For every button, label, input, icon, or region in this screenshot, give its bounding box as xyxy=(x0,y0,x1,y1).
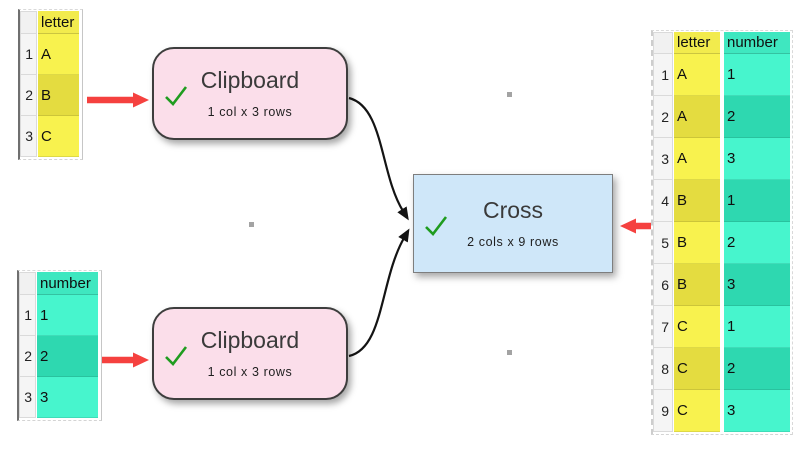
node-subtitle: 1 col x 3 rows xyxy=(207,364,293,379)
table-cell[interactable]: B xyxy=(674,264,720,306)
grid-dot xyxy=(507,92,512,97)
table-cell[interactable]: 2 xyxy=(724,222,790,264)
table-cell[interactable]: 2 xyxy=(37,336,98,377)
row-number[interactable]: 5 xyxy=(653,222,673,264)
row-number[interactable]: 1 xyxy=(19,295,36,336)
table-cell[interactable]: 2 xyxy=(724,96,790,138)
row-number[interactable]: 2 xyxy=(19,336,36,377)
grid-dot xyxy=(249,222,254,227)
table-cell[interactable]: B xyxy=(674,222,720,264)
table-cell[interactable]: B xyxy=(674,180,720,222)
table-cell[interactable]: C xyxy=(674,306,720,348)
table-cell[interactable]: A xyxy=(674,96,720,138)
column-header-number[interactable]: number xyxy=(724,32,790,54)
row-number[interactable]: 8 xyxy=(653,348,673,390)
node-title: Cross xyxy=(482,196,544,223)
row-number[interactable]: 1 xyxy=(653,54,673,96)
connector-clipboard2-to-cross[interactable] xyxy=(348,228,410,358)
node-subtitle: 2 cols x 9 rows xyxy=(467,234,559,249)
column-header-letter[interactable]: letter xyxy=(38,11,79,34)
row-number[interactable]: 3 xyxy=(653,138,673,180)
table-cell[interactable]: A xyxy=(674,138,720,180)
column-header-letter[interactable]: letter xyxy=(674,32,720,54)
row-number-corner xyxy=(19,272,36,295)
table-cell[interactable]: 3 xyxy=(37,377,98,418)
node-title: Clipboard xyxy=(200,66,300,93)
table-cell[interactable]: 3 xyxy=(724,138,790,180)
row-number[interactable]: 7 xyxy=(653,306,673,348)
table-header-row: number xyxy=(19,272,98,295)
row-number[interactable]: 2 xyxy=(653,96,673,138)
table-cell[interactable]: 1 xyxy=(37,295,98,336)
table-cell[interactable]: 1 xyxy=(724,180,790,222)
row-number[interactable]: 1 xyxy=(20,34,37,75)
grid-dot xyxy=(507,350,512,355)
checkmark-icon xyxy=(165,85,188,106)
table-cell[interactable]: C xyxy=(38,116,79,157)
table-cell[interactable]: 1 xyxy=(724,54,790,96)
row-number-corner xyxy=(653,32,673,54)
node-title: Clipboard xyxy=(200,326,300,353)
checkmark-icon xyxy=(425,215,448,236)
table-cell[interactable]: 2 xyxy=(724,348,790,390)
cross-node[interactable]: Cross 2 cols x 9 rows xyxy=(413,174,613,273)
table-cell[interactable]: A xyxy=(38,34,79,75)
node-subtitle: 1 col x 3 rows xyxy=(207,104,293,119)
row-number[interactable]: 3 xyxy=(20,116,37,157)
row-number-corner xyxy=(20,11,37,34)
connector-clipboard1-to-cross[interactable] xyxy=(348,96,409,221)
column-header-number[interactable]: number xyxy=(37,272,98,295)
table-cell[interactable]: B xyxy=(38,75,79,116)
checkmark-icon xyxy=(165,345,188,366)
table-header-row: letter xyxy=(20,11,79,34)
table-cell[interactable]: 3 xyxy=(724,390,790,432)
table-cell[interactable]: C xyxy=(674,390,720,432)
row-number[interactable]: 3 xyxy=(19,377,36,418)
row-number[interactable]: 2 xyxy=(20,75,37,116)
row-number[interactable]: 9 xyxy=(653,390,673,432)
table-cell[interactable]: C xyxy=(674,348,720,390)
row-number[interactable]: 6 xyxy=(653,264,673,306)
table-cell[interactable]: A xyxy=(674,54,720,96)
row-number[interactable]: 4 xyxy=(653,180,673,222)
table-cell[interactable]: 3 xyxy=(724,264,790,306)
table-cell[interactable]: 1 xyxy=(724,306,790,348)
clipboard-node-2[interactable]: Clipboard 1 col x 3 rows xyxy=(152,307,348,400)
clipboard-node-1[interactable]: Clipboard 1 col x 3 rows xyxy=(152,47,348,140)
